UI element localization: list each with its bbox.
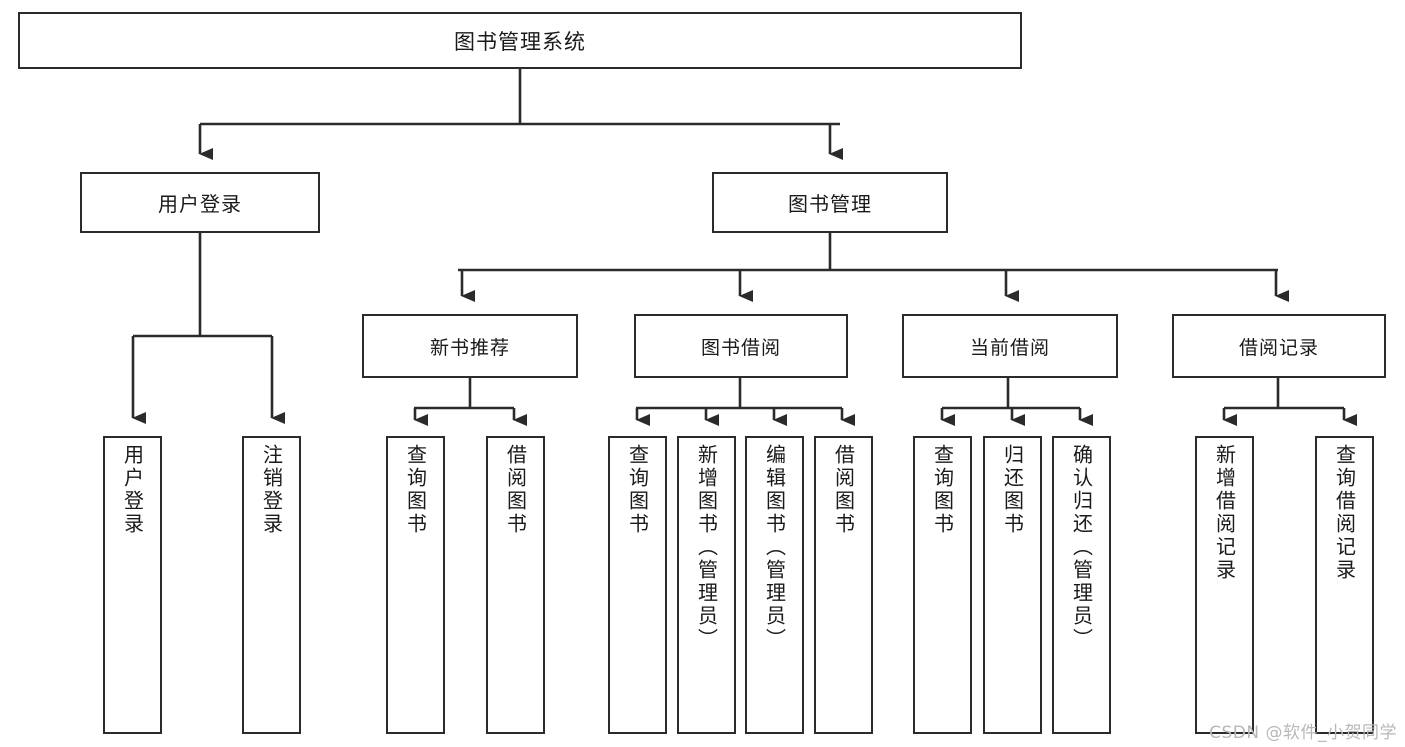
- node-current-borrow-label: 当前借阅: [969, 336, 1050, 359]
- node-new-book-rec-label: 新书推荐: [429, 336, 510, 359]
- node-current-borrow[interactable]: 当前借阅: [902, 314, 1118, 378]
- node-root-label: 图书管理系统: [454, 29, 586, 54]
- leaf-user-login[interactable]: 用户登录: [103, 436, 162, 734]
- leaf-borrow-book-1[interactable]: 借阅图书: [486, 436, 545, 734]
- leaf-add-book[interactable]: 新增图书（管理员）: [677, 436, 736, 734]
- node-new-book-rec[interactable]: 新书推荐: [362, 314, 578, 378]
- leaf-query-book-1-label: 查询图书: [403, 444, 428, 536]
- leaf-query-book-3-label: 查询图书: [930, 444, 955, 536]
- node-user-login-label: 用户登录: [158, 192, 242, 216]
- leaf-return-book[interactable]: 归还图书: [983, 436, 1042, 734]
- node-user-login[interactable]: 用户登录: [80, 172, 320, 233]
- node-book-manage[interactable]: 图书管理: [712, 172, 948, 233]
- node-book-borrow[interactable]: 图书借阅: [634, 314, 848, 378]
- leaf-edit-book-label: 编辑图书（管理员）: [762, 444, 787, 651]
- node-book-manage-label: 图书管理: [788, 192, 872, 216]
- leaf-query-book-3[interactable]: 查询图书: [913, 436, 972, 734]
- leaf-borrow-book-2[interactable]: 借阅图书: [814, 436, 873, 734]
- leaf-confirm-return[interactable]: 确认归还（管理员）: [1052, 436, 1111, 734]
- node-book-borrow-label: 图书借阅: [700, 336, 781, 359]
- leaf-query-record[interactable]: 查询借阅记录: [1315, 436, 1374, 734]
- node-borrow-record[interactable]: 借阅记录: [1172, 314, 1386, 378]
- leaf-user-login-label: 用户登录: [120, 444, 145, 536]
- node-root[interactable]: 图书管理系统: [18, 12, 1022, 69]
- leaf-query-book-1[interactable]: 查询图书: [386, 436, 445, 734]
- leaf-query-book-2[interactable]: 查询图书: [608, 436, 667, 734]
- leaf-add-book-label: 新增图书（管理员）: [694, 444, 719, 651]
- leaf-borrow-book-1-label: 借阅图书: [503, 444, 528, 536]
- leaf-logout[interactable]: 注销登录: [242, 436, 301, 734]
- watermark: CSDN @软件_小贺同学: [1209, 723, 1397, 743]
- leaf-borrow-book-2-label: 借阅图书: [831, 444, 856, 536]
- leaf-add-record-label: 新增借阅记录: [1212, 444, 1237, 582]
- leaf-confirm-return-label: 确认归还（管理员）: [1069, 444, 1094, 651]
- leaf-add-record[interactable]: 新增借阅记录: [1195, 436, 1254, 734]
- leaf-query-record-label: 查询借阅记录: [1332, 444, 1357, 582]
- leaf-return-book-label: 归还图书: [1000, 444, 1025, 536]
- node-borrow-record-label: 借阅记录: [1238, 336, 1319, 359]
- leaf-query-book-2-label: 查询图书: [625, 444, 650, 536]
- leaf-logout-label: 注销登录: [259, 444, 284, 536]
- leaf-edit-book[interactable]: 编辑图书（管理员）: [745, 436, 804, 734]
